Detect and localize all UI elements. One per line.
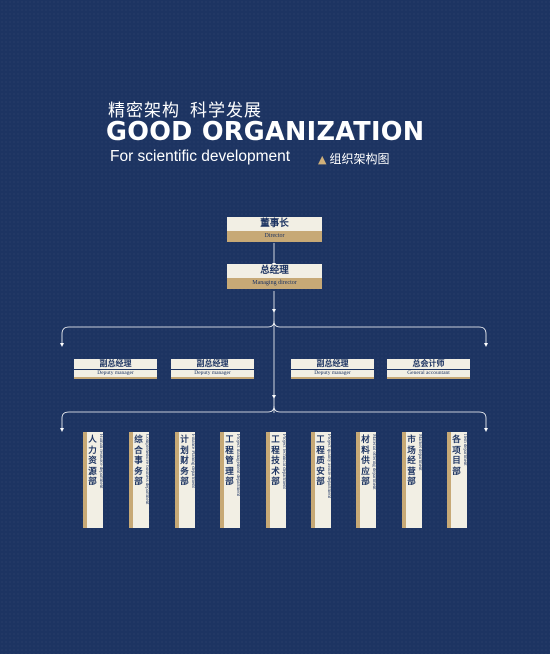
arrow-icon [60, 428, 64, 432]
header-cn-title-2: 科学发展 [190, 101, 262, 121]
dept-cn-label: 工程管理部 [225, 435, 234, 487]
manager-en: Deputy manager [74, 369, 157, 379]
node-managing-director: 总经理 Managing director [227, 264, 322, 289]
manager-en: Deputy manager [291, 369, 374, 379]
arrow-icon [272, 395, 276, 399]
node-director-cn: 董事长 [227, 217, 322, 231]
header-subtitle: For scientific development [110, 148, 291, 165]
header-cn-title-1: 精密架构 [108, 101, 180, 121]
node-deputy-manager-3: 副总经理 Deputy manager [291, 359, 374, 379]
dept-cream-strip [360, 432, 376, 528]
dept-comprehensive-business: 综合事务部 Comprehensive business department [129, 432, 149, 528]
dept-human-resource: 人力资源部 Human resource department [83, 432, 103, 528]
triangle-icon: ▲ [318, 153, 327, 166]
dept-gold-strip [402, 432, 406, 528]
dept-cream-strip [270, 432, 286, 528]
dept-cn-label: 市场经营部 [407, 435, 416, 487]
node-managing-director-en: Managing director [227, 278, 322, 289]
dept-en-label: Project management department [235, 434, 240, 497]
dept-items: 各项目部 Item department [447, 432, 467, 528]
dept-project-quality: 工程质安部 Project quality assure department [311, 432, 331, 528]
dept-project-management: 工程管理部 Project management department [220, 432, 240, 528]
manager-cn: 副总经理 [74, 359, 157, 369]
node-director-en: Director [227, 231, 322, 242]
dept-en-label: Project technical department [281, 434, 286, 489]
dept-cream-strip [315, 432, 331, 528]
dept-en-label: Human resource department [98, 434, 103, 489]
dept-gold-strip [129, 432, 133, 528]
dept-en-label: Project quality assure department [326, 434, 331, 499]
dept-cn-label: 各项目部 [452, 435, 461, 477]
dept-gold-strip [83, 432, 87, 528]
dept-en-label: Material offering department [371, 434, 376, 490]
dept-cn-label: 综合事务部 [134, 435, 143, 487]
dept-gold-strip [447, 432, 451, 528]
node-managing-director-cn: 总经理 [227, 264, 322, 278]
manager-cn: 副总经理 [171, 359, 254, 369]
arrow-icon [484, 428, 488, 432]
dept-cn-label: 材料供应部 [361, 435, 370, 487]
node-deputy-manager-1: 副总经理 Deputy manager [74, 359, 157, 379]
connector-depts-left [61, 405, 275, 428]
dept-en-label: Market department [417, 434, 422, 471]
dept-gold-strip [266, 432, 270, 528]
dept-cn-label: 工程技术部 [271, 435, 280, 487]
dept-cream-strip [224, 432, 240, 528]
dept-cn-label: 人力资源部 [88, 435, 97, 487]
connector-managers-right [273, 320, 487, 343]
arrow-icon [60, 343, 64, 347]
dept-en-label: Finance Planing department [190, 434, 195, 488]
dept-cream-strip [179, 432, 195, 528]
org-chart-tag-label: 组织架构图 [329, 152, 390, 166]
node-general-accountant: 总会计师 General accountant [387, 359, 470, 379]
dept-cn-label: 计划财务部 [180, 435, 189, 487]
connector-managers-left [61, 320, 275, 343]
dept-cream-strip [133, 432, 149, 528]
manager-cn: 副总经理 [291, 359, 374, 369]
dept-market: 市场经营部 Market department [402, 432, 422, 528]
dept-material-supply: 材料供应部 Material offering department [356, 432, 376, 528]
node-director: 董事长 Director [227, 217, 322, 242]
manager-en: General accountant [387, 369, 470, 379]
header-chinese-title: 精密架构科学发展 [108, 96, 262, 121]
dept-cream-strip [406, 432, 422, 528]
org-chart-tag: ▲组织架构图 [318, 150, 389, 167]
arrow-icon [272, 309, 276, 313]
dept-en-label: Item department [462, 434, 467, 466]
manager-en: Deputy manager [171, 369, 254, 379]
dept-cream-strip [451, 432, 467, 528]
node-deputy-manager-2: 副总经理 Deputy manager [171, 359, 254, 379]
dept-finance-planning: 计划财务部 Finance Planing department [175, 432, 195, 528]
dept-gold-strip [311, 432, 315, 528]
arrow-icon [484, 343, 488, 347]
dept-en-label: Comprehensive business department [144, 434, 149, 505]
dept-gold-strip [356, 432, 360, 528]
manager-cn: 总会计师 [387, 359, 470, 369]
dept-project-technical: 工程技术部 Project technical department [266, 432, 286, 528]
header-main-title: GOOD ORGANIZATION [106, 117, 425, 147]
connector-depts-right [273, 405, 487, 428]
dept-gold-strip [220, 432, 224, 528]
dept-cn-label: 工程质安部 [316, 435, 325, 487]
dept-cream-strip [87, 432, 103, 528]
dept-gold-strip [175, 432, 179, 528]
